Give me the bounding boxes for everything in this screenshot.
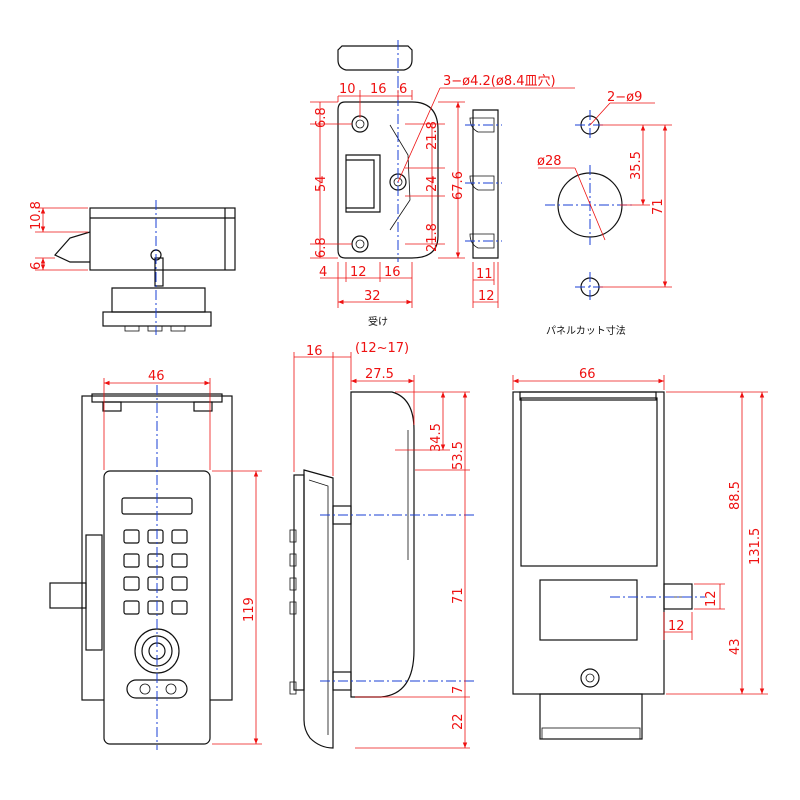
dim-43: 43 [728,638,743,655]
dim-base: 6 [29,262,44,270]
receiver-caption: 受け [368,316,388,328]
dim-width: 66 [579,367,596,382]
dim-top-a: 10 [339,82,356,97]
dim-edge-12: 12 [478,289,495,304]
dim-34-5: 34.5 [429,423,444,452]
receiver-view: 10 16 6 3−ø4.2(ø8.4皿穴) 6.8 54 6.8 21.8 2… [310,40,575,328]
dim-holes: 2−ø9 [607,90,642,105]
side-view: 16 (12~17) 27.5 34.5 53.5 71 7 22 [289,341,475,749]
dim-53-5: 53.5 [451,441,466,470]
dim-r-total: 67.6 [451,171,466,200]
dim-left-top: 6.8 [314,107,329,128]
dim-16: 16 [306,344,323,359]
dim-circle: ø28 [537,154,562,169]
back-view: 66 88.5 131.5 12 43 12 [512,367,768,740]
dim-span: 35.5 [629,151,644,180]
dim-left-mid: 54 [314,175,329,192]
dim-131-5: 131.5 [748,528,763,565]
dim-height: 10.8 [29,201,44,230]
dim-22: 22 [451,713,466,730]
dim-height: 119 [242,597,257,622]
dim-bot-b: 12 [350,265,367,280]
dim-88-5: 88.5 [728,481,743,510]
panel-cut-view: 2−ø9 ø28 35.5 71 パネルカット寸法 [537,90,672,337]
dim-12-v: 12 [704,590,719,607]
dim-total: 71 [651,198,666,215]
side-view-top: 10.8 6 [29,200,236,335]
dim-edge-11: 11 [476,267,493,282]
dim-27-5: 27.5 [365,367,394,382]
dim-left-bot: 6.8 [314,237,329,258]
dim-7: 7 [451,686,466,694]
dim-r-top: 21.8 [425,121,440,150]
dim-r-bot: 21.8 [425,223,440,252]
dim-r-mid: 24 [425,175,440,192]
dim-range: (12~17) [355,341,409,356]
dim-bot-c: 16 [384,265,401,280]
dim-top-b: 16 [370,82,387,97]
dim-12-h: 12 [668,619,685,634]
dim-71: 71 [451,587,466,604]
dim-bot-a: 4 [319,265,327,280]
panel-cut-caption: パネルカット寸法 [546,324,626,337]
dim-total-width: 32 [364,289,381,304]
dim-width: 46 [148,369,165,384]
dim-top-c: 6 [399,82,407,97]
front-view: 46 119 [49,369,262,750]
dim-hole-callout: 3−ø4.2(ø8.4皿穴) [443,74,556,89]
